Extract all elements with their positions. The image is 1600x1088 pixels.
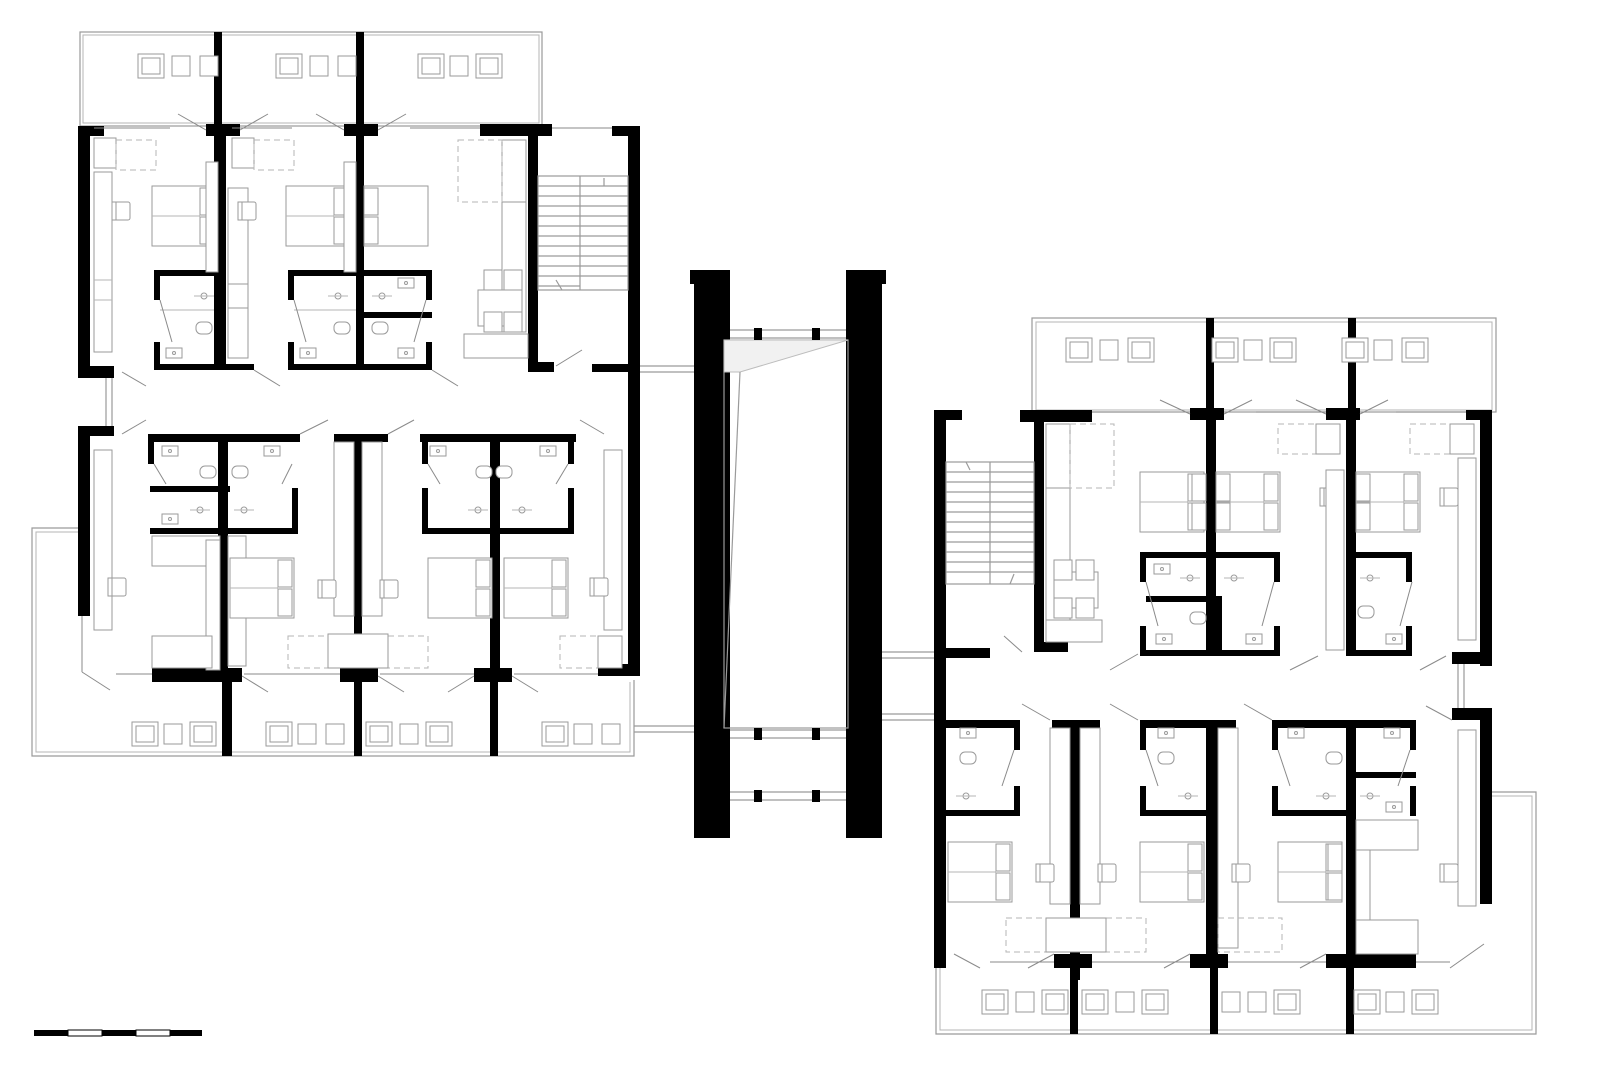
left-top-rooms-furniture [93,137,429,359]
right-stairs [945,461,1035,585]
left-door-swings [81,113,612,693]
right-top-partitions [1020,318,1412,656]
left-stairs [537,175,629,291]
right-door-swings [953,399,1485,969]
right-bottom-partitions [946,720,1416,1034]
right-outer-walls [934,410,1492,968]
right-top-balcony-furniture [1065,337,1429,363]
right-top-balcony [1031,317,1497,413]
scale-bar [34,1029,202,1037]
right-bottom-balcony [935,791,1537,1035]
right-kitchen [1045,423,1115,643]
left-bottom-partitions [148,434,576,756]
center-bridge [634,270,936,838]
right-top-rooms-furniture [1139,423,1477,651]
left-top-balcony-furniture [137,53,503,79]
left-bottom-balcony-furniture [131,721,621,747]
left-kitchen [457,139,529,359]
left-bottom-rooms-furniture [93,441,623,671]
right-wing [934,317,1537,1035]
left-top-balcony [79,31,543,127]
left-bottom-balcony [31,527,635,757]
right-bottom-rooms-furniture [947,727,1477,955]
left-wing [31,31,640,757]
